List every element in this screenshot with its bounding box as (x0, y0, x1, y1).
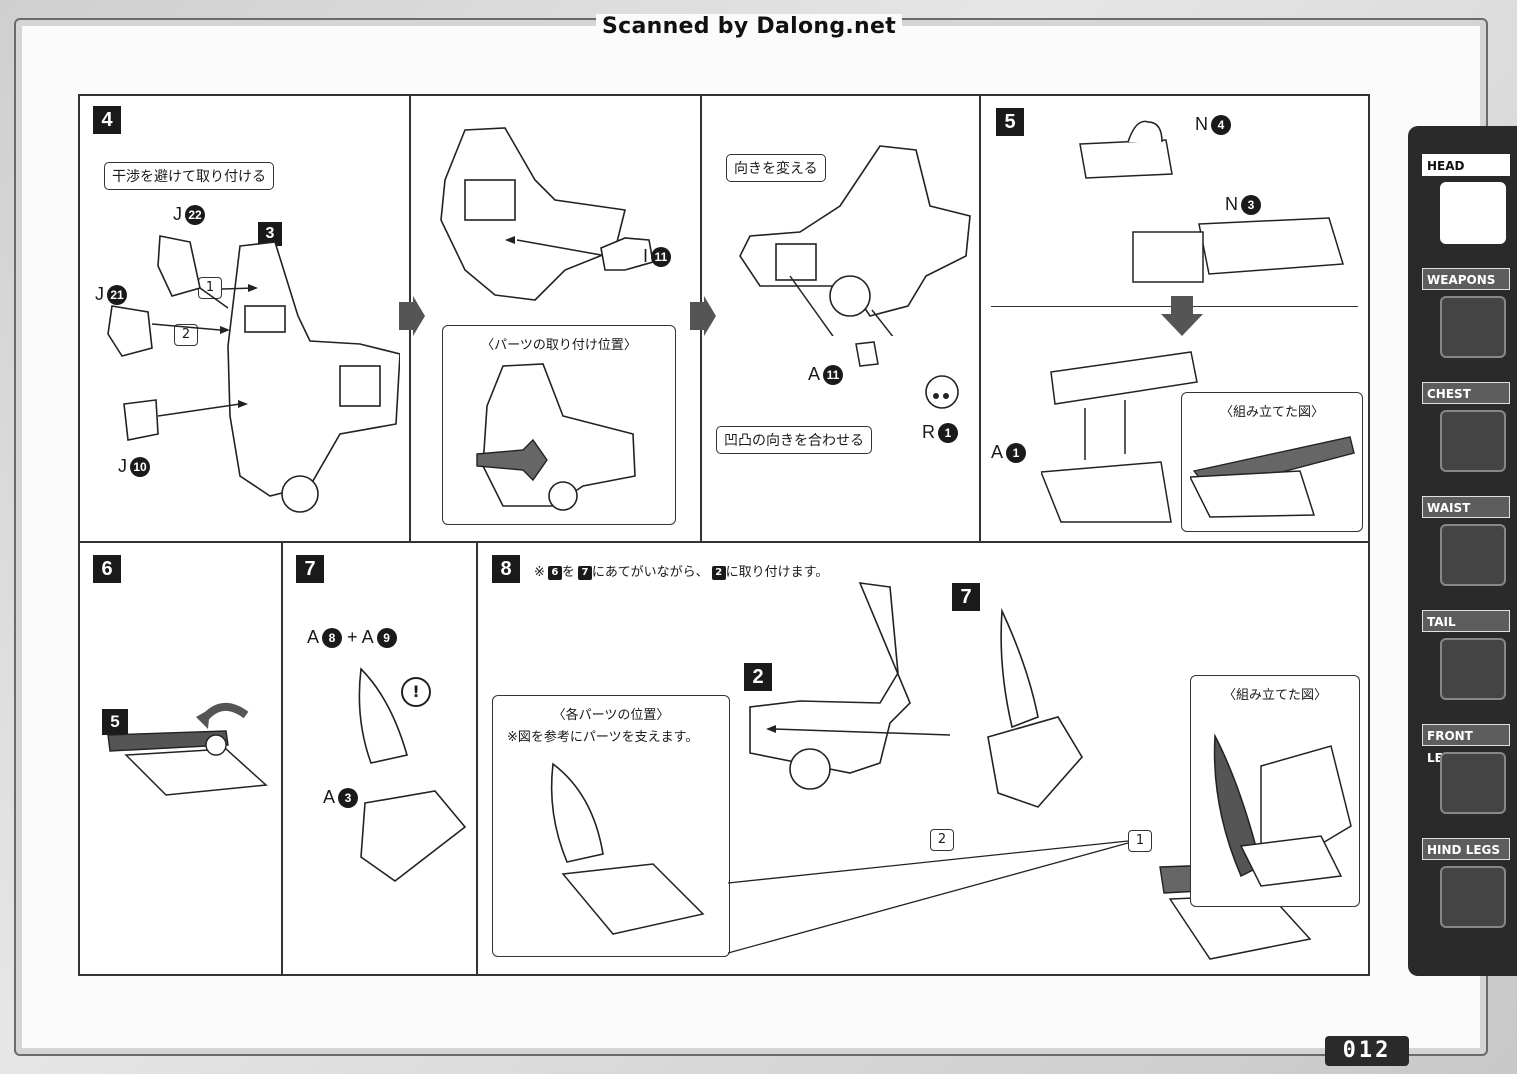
sidebar-item-weapons[interactable]: WEAPONS (1422, 268, 1514, 368)
step5-assembled-inset: 〈組み立てた図〉 (1181, 392, 1363, 532)
sidebar-item-waist[interactable]: WAIST (1422, 496, 1514, 596)
step-flow-arrow-icon (399, 296, 425, 336)
sidebar-item-label: CHEST (1422, 382, 1510, 404)
rotate-jaw-drawing (107, 703, 268, 796)
part-positions-note: ※図を参考にパーツを支えます。 (507, 730, 699, 745)
part-a11-drawing (855, 341, 879, 367)
hind-legs-part-icon (1440, 866, 1506, 928)
waist-part-icon (1440, 524, 1506, 586)
horn-base-part-drawing (360, 790, 467, 882)
step-flow-arrow-icon-2 (690, 296, 716, 336)
attachment-position-drawing (476, 363, 636, 511)
sidebar-item-front-legs[interactable]: FRONT LEGS (1422, 724, 1514, 824)
pointer-lines (728, 840, 1129, 954)
down-arrow-icon (1161, 296, 1203, 336)
step-number-5: 5 (996, 108, 1024, 136)
page-number: 012 (1325, 1036, 1409, 1066)
sidebar-item-label: HIND LEGS (1422, 838, 1510, 860)
step-number-7: 7 (296, 555, 324, 583)
chest-part-icon (1440, 410, 1506, 472)
part-positions-inset: 〈各パーツの位置〉 ※図を参考にパーツを支えます。 (492, 695, 730, 957)
part-n3-drawing (1132, 217, 1344, 283)
part-positions-title: 〈各パーツの位置〉 (552, 708, 670, 723)
head-part-icon (1440, 182, 1506, 244)
sidebar-item-label: WEAPONS (1422, 268, 1510, 290)
sidebar-item-label: FRONT LEGS (1422, 724, 1510, 765)
sidebar-item-chest[interactable]: CHEST (1422, 382, 1514, 482)
part-positions-drawing (550, 762, 705, 935)
sidebar-item-tail[interactable]: TAIL (1422, 610, 1514, 710)
part-r1-cap-drawing (925, 375, 959, 409)
sidebar-item-hind-legs[interactable]: HIND LEGS (1422, 838, 1514, 938)
attachment-position-inset: 〈パーツの取り付け位置〉 (442, 325, 676, 525)
head-frame-with-i11-drawing (440, 127, 654, 301)
align-bumps-callout: 凹凸の向きを合わせる (716, 426, 872, 454)
step5-assembled-title: 〈組み立てた図〉 (1219, 405, 1324, 420)
step8-sequence-2-marker: 2 (930, 829, 954, 851)
horn-part-drawing (358, 667, 409, 764)
change-direction-callout: 向きを変える (726, 154, 826, 182)
step5-assembly-drawing (1041, 351, 1198, 523)
scan-credit: Scanned by Dalong.net (596, 14, 903, 39)
step-number-6: 6 (93, 555, 121, 583)
step8-assembled-inset: 〈組み立てた図〉 (1190, 675, 1360, 907)
sidebar-item-label: TAIL (1422, 610, 1510, 632)
sidebar-item-head[interactable]: HEAD (1422, 154, 1514, 254)
step6-panel: 6 5 (79, 542, 282, 975)
ref-part-7: 7 (952, 583, 980, 611)
step8-assembled-drawing (1213, 733, 1352, 887)
step-number-8: 8 (492, 555, 520, 583)
ref-part-5: 5 (102, 709, 128, 735)
front-legs-part-icon (1440, 752, 1506, 814)
section-sidebar: HEAD WEAPONS CHEST WAIST TAIL FRONT LEGS… (1408, 126, 1517, 976)
head-frame-part2-drawing (749, 582, 951, 790)
sequence-2-marker: 2 (174, 324, 198, 346)
part-n4-drawing (1079, 120, 1173, 179)
avoid-interference-callout: 干渉を避けて取り付ける (104, 162, 274, 190)
ref-part-2: 2 (744, 663, 772, 691)
step8-assembled-title: 〈組み立てた図〉 (1222, 688, 1327, 703)
step-number-4: 4 (93, 106, 121, 134)
sidebar-item-label: WAIST (1422, 496, 1510, 518)
head-frame-assembly-drawing (107, 235, 400, 513)
tail-part-icon (1440, 638, 1506, 700)
attachment-position-title: 〈パーツの取り付け位置〉 (481, 338, 637, 353)
weapons-part-icon (1440, 296, 1506, 358)
sidebar-item-label: HEAD (1422, 154, 1510, 176)
head-direction-change-drawing (739, 145, 971, 336)
horn-assembly-drawing (987, 607, 1083, 808)
step5-assembled-drawing (1190, 436, 1355, 518)
caution-icon: ! (401, 677, 431, 707)
step8-sequence-1-marker: 1 (1128, 830, 1152, 852)
